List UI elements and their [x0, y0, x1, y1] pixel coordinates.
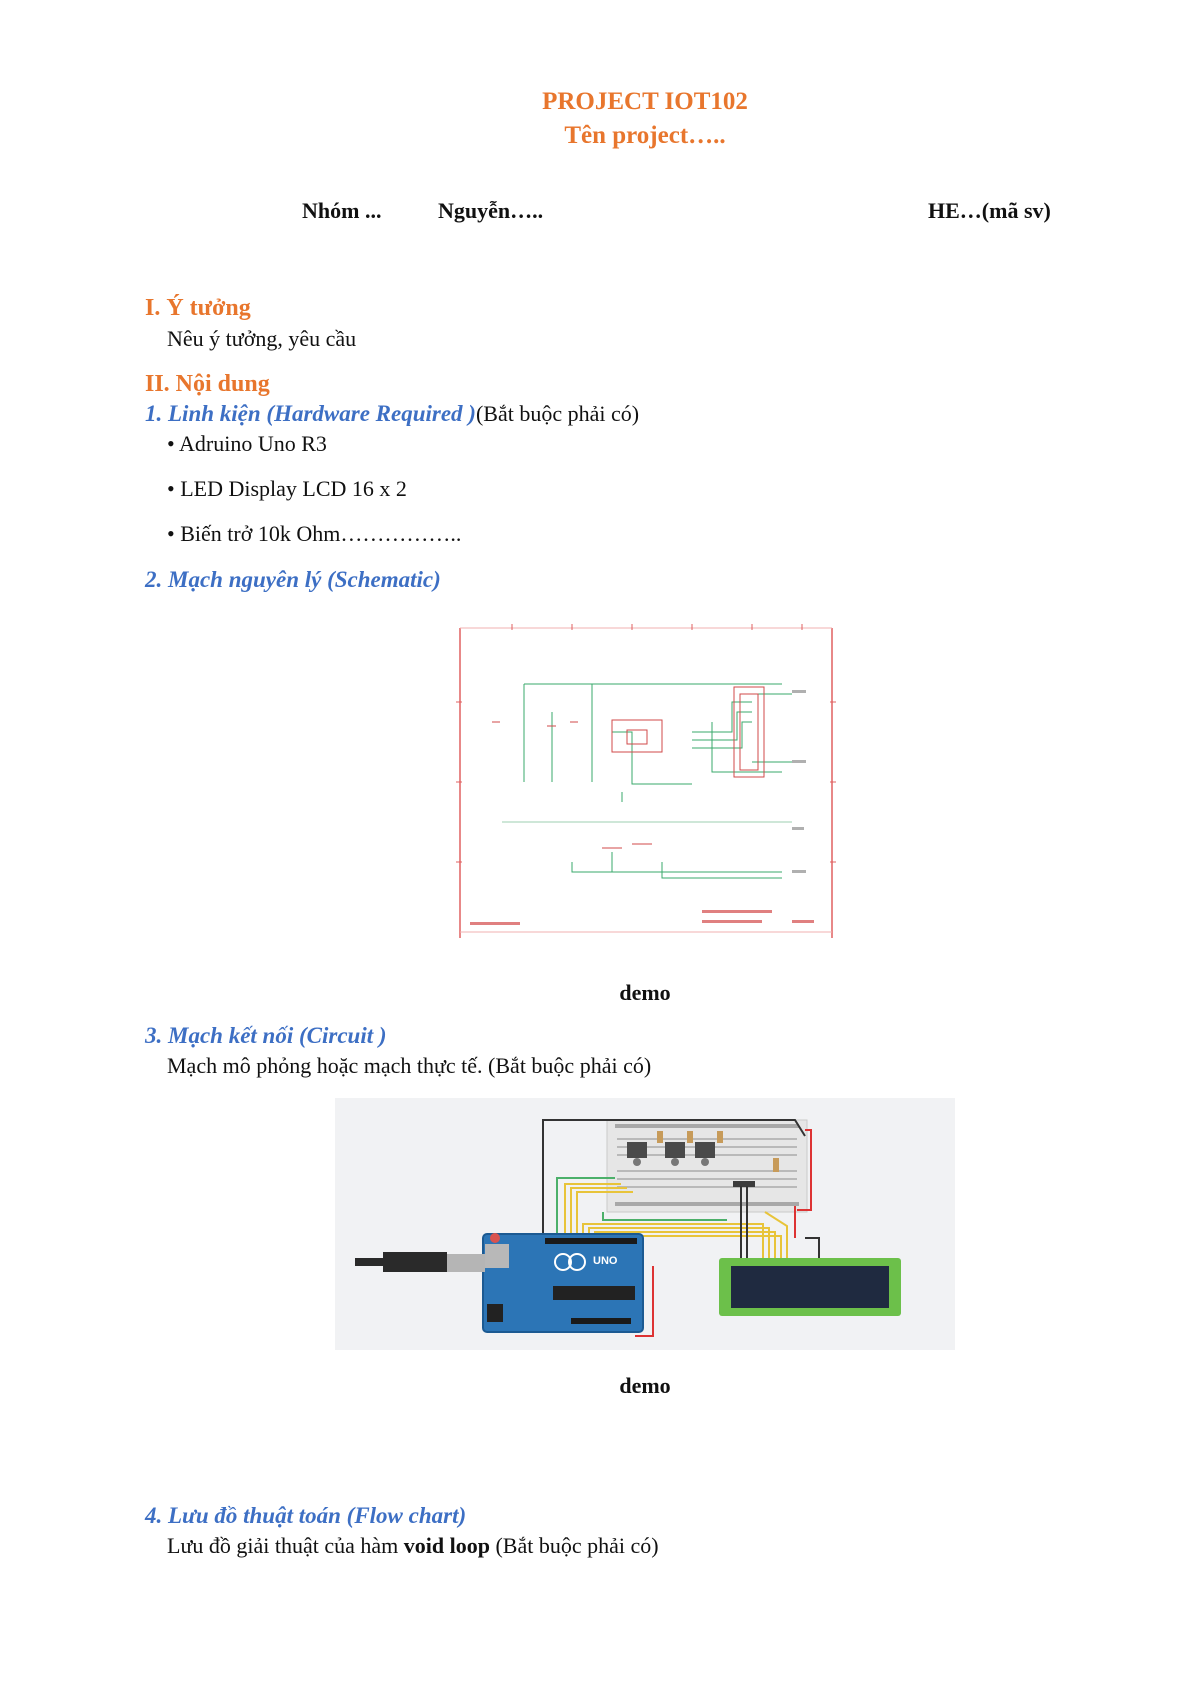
schematic-image [452, 622, 840, 942]
board-label: UNO [593, 1255, 618, 1267]
flowchart-text-line: Lưu đồ giải thuật của hàm void loop (Bắt… [167, 1533, 659, 1559]
student-id: HE…(mã sv) [928, 198, 1051, 223]
flowchart-heading: 4. Lưu đồ thuật toán (Flow chart) [145, 1503, 467, 1528]
flowchart-text: Lưu đồ giải thuật của hàm [167, 1533, 404, 1558]
hardware-item: • LED Display LCD 16 x 2 [167, 476, 407, 501]
schematic-heading: 2. Mạch nguyên lý (Schematic) [145, 567, 441, 592]
section-idea-text: Nêu ý tưởng, yêu cầu [167, 326, 357, 351]
section-content-heading: II. Nội dung [145, 371, 270, 397]
circuit-caption: demo [619, 1373, 671, 1398]
circuit-text: Mạch mô phỏng hoặc mạch thực tế. (Bắt bu… [167, 1053, 652, 1078]
section-idea-heading: I. Ý tưởng [145, 295, 251, 321]
schematic-caption: demo [619, 980, 671, 1005]
hardware-item: • Adruino Uno R3 [167, 431, 327, 456]
group-label: Nhóm ... [302, 198, 382, 223]
project-name: Tên project….. [564, 122, 726, 149]
student-name: Nguyễn….. [438, 198, 544, 223]
hardware-note: (Bắt buộc phải có) [475, 401, 640, 426]
hardware-item: • Biến trở 10k Ohm…………….. [167, 521, 462, 546]
hardware-heading: 1. Linh kiện (Hardware Required ) [145, 401, 476, 426]
flowchart-code: void loop [403, 1533, 490, 1558]
page-title: PROJECT IOT102 [542, 88, 748, 115]
circuit-image: UNO [335, 1098, 955, 1350]
flowchart-note: (Bắt buộc phải có) [489, 1533, 659, 1558]
hardware-heading-line: 1. Linh kiện (Hardware Required )(Bắt bu… [145, 401, 639, 427]
circuit-heading: 3. Mạch kết nối (Circuit ) [145, 1023, 387, 1048]
